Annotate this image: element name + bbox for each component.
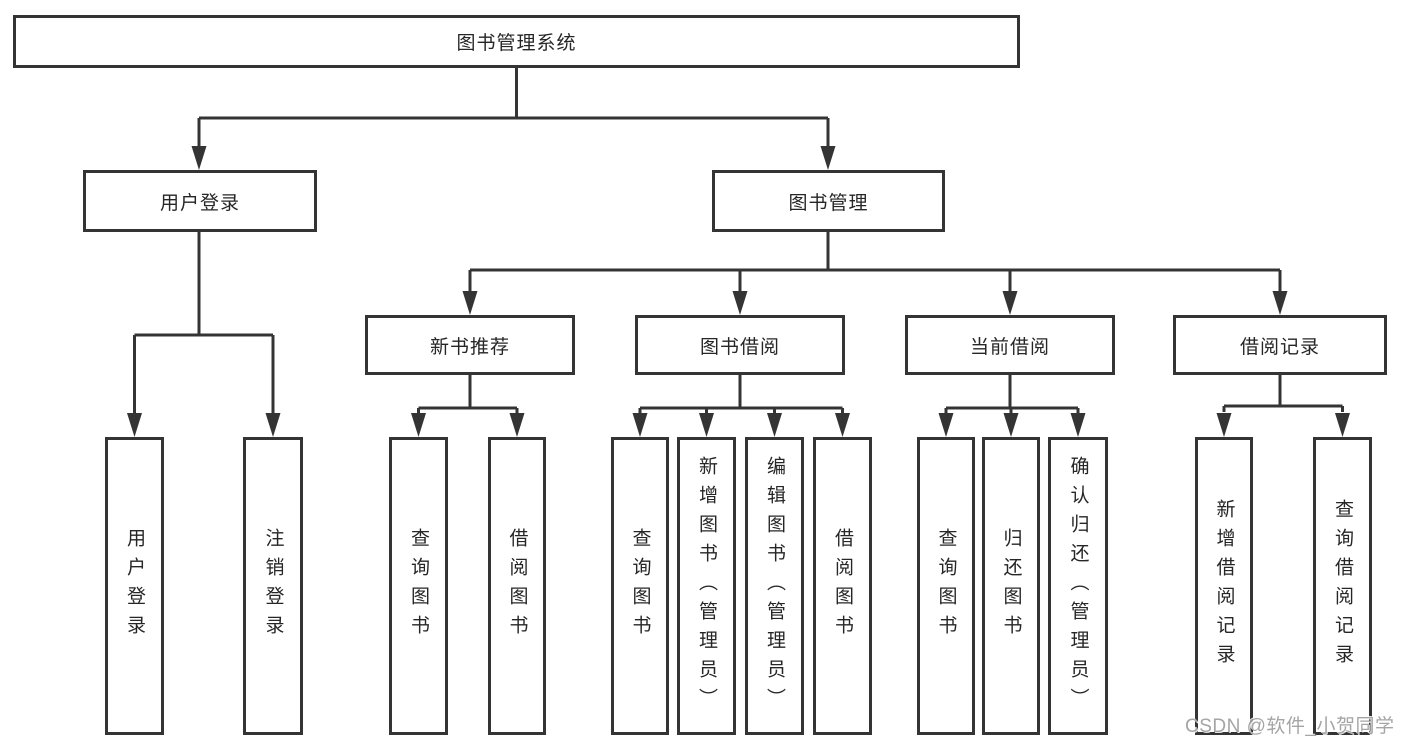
node-book-borrowing-label: 图书借阅 [699, 336, 780, 358]
leaf-borrow-query-books: 查询图书 [611, 437, 669, 735]
node-library-management-system-label: 图书管理系统 [456, 33, 577, 54]
connector-current-borrow-children [938, 375, 1086, 437]
leaf-current-query-books-label: 查询图书 [935, 528, 957, 644]
leaf-borrow-edit-books-admin: 编辑图书（管理员） [745, 437, 804, 735]
leaf-current-confirm-return-admin: 确认归还（管理员） [1048, 437, 1108, 735]
connector-book-borrow-children [632, 375, 850, 437]
leaf-logout: 注销登录 [243, 437, 303, 735]
leaf-current-confirm-return-admin-label: 确认归还（管理员） [1067, 455, 1089, 717]
leaf-current-query-books: 查询图书 [917, 437, 975, 735]
leaf-recommend-borrow-books-label: 借阅图书 [506, 528, 528, 644]
node-book-management: 图书管理 [712, 170, 945, 232]
leaf-user-login-label: 用户登录 [124, 528, 145, 644]
node-borrowing-records-label: 借阅记录 [1239, 336, 1320, 358]
leaf-recommend-query-books: 查询图书 [389, 437, 448, 735]
node-library-management-system: 图书管理系统 [13, 15, 1020, 68]
connector-new-book-recommend-children [411, 375, 525, 437]
node-current-borrowing-label: 当前借阅 [969, 336, 1050, 358]
leaf-borrow-borrow-books-label: 借阅图书 [832, 528, 853, 644]
connector-user-login-children [127, 232, 281, 437]
node-book-management-label: 图书管理 [788, 192, 869, 214]
node-user-login-label: 用户登录 [159, 192, 240, 214]
node-borrowing-records: 借阅记录 [1173, 315, 1387, 375]
leaf-borrow-add-books-admin: 新增图书（管理员） [677, 437, 736, 735]
leaf-records-query-borrow-record: 查询借阅记录 [1313, 437, 1372, 735]
leaf-borrow-query-books-label: 查询图书 [629, 528, 651, 644]
leaf-borrow-borrow-books: 借阅图书 [813, 437, 872, 735]
connector-root-to-level2 [191, 68, 836, 170]
leaf-records-query-borrow-record-label: 查询借阅记录 [1332, 499, 1353, 673]
leaf-borrow-edit-books-admin-label: 编辑图书（管理员） [764, 455, 785, 717]
node-new-book-recommendation: 新书推荐 [365, 315, 575, 375]
leaf-logout-label: 注销登录 [262, 528, 284, 644]
leaf-borrow-add-books-admin-label: 新增图书（管理员） [696, 455, 717, 717]
leaf-records-add-borrow-record-label: 新增借阅记录 [1213, 499, 1235, 673]
node-current-borrowing: 当前借阅 [905, 315, 1115, 375]
node-book-borrowing: 图书借阅 [635, 315, 845, 375]
leaf-recommend-borrow-books: 借阅图书 [488, 437, 546, 735]
leaf-recommend-query-books-label: 查询图书 [408, 528, 429, 644]
connector-borrow-records-children [1216, 375, 1350, 437]
connector-book-management-children [462, 232, 1288, 315]
watermark-csdn: CSDN @软件_小贺同学 [1185, 716, 1395, 737]
node-new-book-recommendation-label: 新书推荐 [429, 336, 510, 358]
leaf-current-return-books: 归还图书 [982, 437, 1040, 735]
node-user-login: 用户登录 [83, 170, 317, 232]
leaf-user-login: 用户登录 [105, 437, 164, 735]
leaf-current-return-books-label: 归还图书 [1000, 528, 1022, 644]
leaf-records-add-borrow-record: 新增借阅记录 [1195, 437, 1253, 735]
